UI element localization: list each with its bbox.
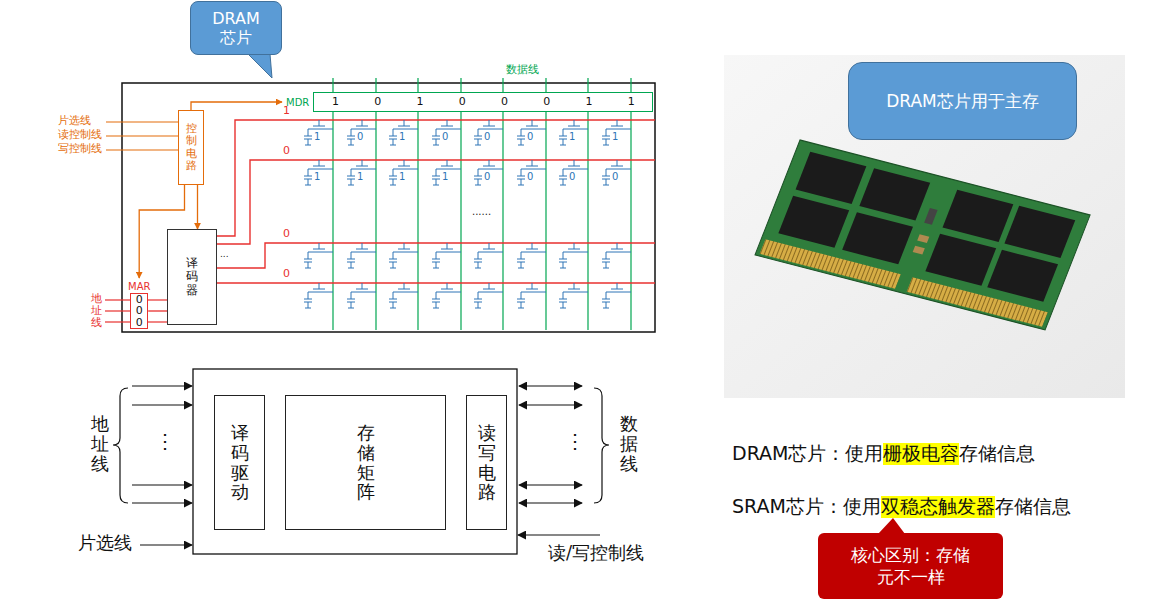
node-text: DRAM 芯片 (205, 9, 267, 47)
signal-name: 写控制线 (58, 143, 102, 156)
statement-text: 存储信息 (995, 496, 1071, 518)
callout-bubble: DRAM 芯片 (190, 1, 282, 55)
connector (197, 185, 198, 229)
word-line-value: 0 (283, 145, 290, 158)
statement-text: 存储信息 (959, 443, 1035, 465)
word-line-value: 0 (283, 228, 290, 241)
highlighted-term: 栅极电容 (883, 443, 959, 465)
cell-value: 1 (569, 131, 575, 143)
register-bit: 1 (399, 95, 441, 109)
node-text: 控制电路 (186, 123, 197, 171)
control-input-lines (106, 122, 178, 150)
node-text: 译码器 (186, 257, 198, 297)
block-arrows (113, 386, 609, 545)
cell-value: 0 (612, 171, 618, 183)
callout-tail (878, 518, 905, 534)
cell-value: 1 (399, 131, 405, 143)
word-line-value: 0 (283, 268, 290, 281)
connector (148, 310, 167, 311)
ellipsis: ⋮ (155, 430, 175, 453)
read-write-circuit-box: 读写电路 (466, 395, 507, 530)
register-bit: 0 (136, 317, 143, 328)
chip-outline (122, 83, 655, 332)
register-bit: 1 (314, 95, 356, 109)
signal-name: 读控制线 (58, 129, 102, 142)
register-box: 10100011 (313, 92, 653, 112)
cell-value: 0 (442, 131, 448, 143)
cell-value: 0 (527, 171, 533, 183)
mdr-register: MDR10100011 (282, 92, 653, 112)
storage-cells (304, 120, 631, 308)
word-lines (217, 120, 655, 283)
cell-value: 0 (484, 171, 490, 183)
signal-name: 地址线 (91, 414, 109, 473)
control-circuit-box: 控制电路 (178, 110, 204, 185)
decoder-box: 译码器 (167, 229, 217, 325)
node-text: 译码驱动 (231, 423, 249, 502)
ellipsis: ... (220, 249, 229, 259)
cell-value: 1 (442, 171, 448, 183)
mar-register: MAR000 (128, 278, 150, 329)
callout-tail (248, 54, 272, 78)
bit-lines (333, 78, 631, 330)
connector (191, 102, 282, 110)
word-line-value: 1 (283, 105, 290, 118)
cell-value: 0 (527, 131, 533, 143)
decode-driver-box: 译码驱动 (214, 395, 265, 530)
ellipsis: ...... (472, 206, 491, 218)
storage-matrix-box: 存储矩阵 (285, 395, 446, 530)
cell-value: 1 (314, 131, 320, 143)
cell-value: 1 (612, 131, 618, 143)
statement-text: SRAM芯片：使用 (732, 496, 881, 518)
register-bit: 0 (526, 95, 568, 109)
register-box: 000 (130, 293, 148, 329)
node-text: 存储矩阵 (357, 423, 375, 502)
callout-bubble: DRAM芯片用于主存 (848, 62, 1077, 140)
register-bit: 0 (136, 305, 143, 316)
register-bit: 0 (136, 294, 143, 305)
register-bit: 1 (610, 95, 652, 109)
register-name: MAR (128, 281, 150, 293)
cell-value: 0 (357, 131, 363, 143)
chip-block-outline (193, 369, 517, 554)
signal-name: 数据线 (620, 414, 638, 473)
highlighted-term: 双稳态触发器 (881, 496, 995, 518)
cell-value: 0 (569, 171, 575, 183)
cell-value: 0 (484, 131, 490, 143)
photo-background (724, 55, 1125, 398)
register-bit: 0 (483, 95, 525, 109)
register-bit: 1 (568, 95, 610, 109)
signal-name: 数据线 (506, 64, 539, 77)
cell-value: 1 (357, 171, 363, 183)
signal-name: 地址线 (91, 293, 102, 329)
signal-name: 片选线 (58, 115, 91, 128)
key-point-box: 核心区别：存储元不一样 (818, 533, 1003, 599)
statement-text: DRAM芯片：使用 (732, 443, 883, 465)
register-bit: 0 (357, 95, 399, 109)
ellipsis: ⋮ (565, 430, 585, 453)
cell-value: 1 (399, 171, 405, 183)
signal-name: 读/写控制线 (548, 543, 644, 564)
node-text: DRAM芯片用于主存 (886, 90, 1039, 112)
node-text: 核心区别：存储元不一样 (846, 544, 976, 588)
signal-name: 片选线 (78, 533, 132, 554)
node-text: 读写电路 (478, 423, 496, 502)
cell-value: 1 (314, 171, 320, 183)
memory-module (755, 140, 1090, 330)
register-bit: 0 (441, 95, 483, 109)
